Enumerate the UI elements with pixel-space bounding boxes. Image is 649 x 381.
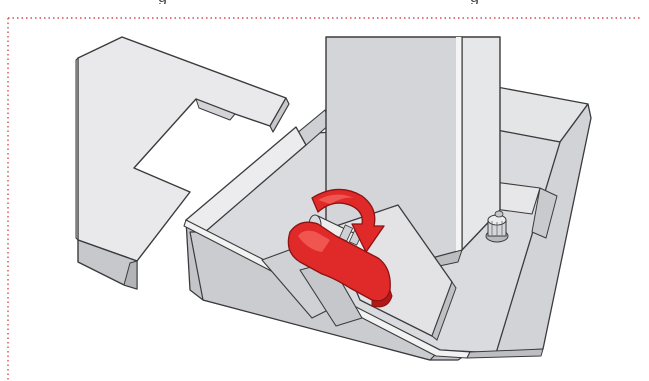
assembly-illustration	[0, 0, 649, 381]
diagram-page: g g	[0, 0, 649, 381]
